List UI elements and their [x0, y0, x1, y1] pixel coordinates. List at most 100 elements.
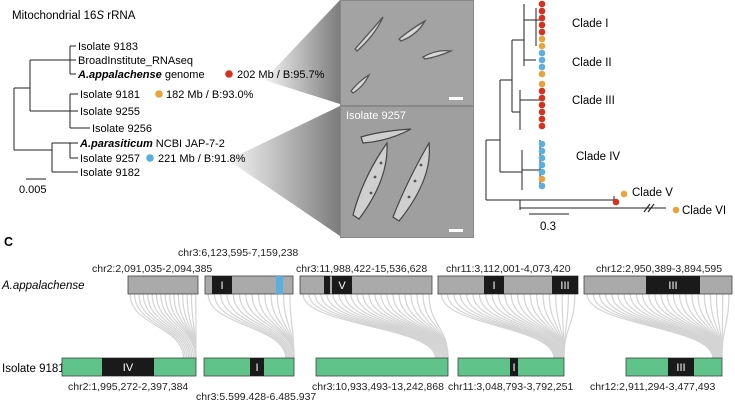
bottom-block-1-label: IV — [123, 362, 134, 374]
top-block-1 — [212, 276, 232, 294]
bottom-block-3 — [510, 358, 518, 376]
leaf-parasiticum: A.parasiticum NCBI JAP-7-2 — [79, 138, 225, 150]
synteny-link — [245, 293, 294, 359]
bottom-block-4 — [668, 358, 694, 376]
top-region-labels: chr2:2,091,035-2,094,385 chr3:6,123,595-… — [92, 247, 722, 275]
bottom-region-3: chr3:10,933,493-13,242,868 — [312, 381, 444, 393]
synteny-link — [362, 293, 448, 359]
synteny-link — [314, 293, 439, 359]
phylogeny-tip-dots — [538, 0, 680, 214]
bottom-region-5: chr12:2,911,294-3,477,493 — [590, 381, 715, 393]
synteny-link — [586, 293, 714, 359]
synteny-link — [472, 293, 560, 359]
phylogeny-tip-dot — [538, 108, 546, 116]
bottom-chromosomes — [61, 357, 723, 377]
phylogeny-tip-dot — [538, 70, 546, 78]
leaf-isolate-9256: Isolate 9256 — [92, 123, 152, 135]
synteny-link — [142, 293, 190, 359]
top-region-2: chr3:6,123,595-7,159,238 — [178, 247, 298, 259]
leaf-isolate-9257: Isolate 9257 — [80, 153, 140, 165]
phylogeny-tip-dot — [538, 14, 546, 22]
synteny-link — [213, 293, 288, 359]
phylogeny-tip-dot — [538, 42, 546, 50]
synteny-link — [611, 293, 717, 359]
synteny-link — [440, 293, 555, 359]
top-block-3-label: I — [492, 280, 495, 292]
phylogeny-tip-dot — [538, 182, 546, 190]
micrograph-top — [340, 0, 474, 106]
synteny-link — [629, 293, 719, 359]
phylogeny-tip-dot — [538, 80, 546, 88]
leaf-isolate-9182: Isolate 9182 — [80, 167, 140, 179]
synteny-link — [320, 293, 440, 359]
phylogeny-tip-dot — [538, 115, 546, 123]
synteny-link — [147, 293, 191, 359]
tree-title: Mitochondrial 16S rRNA — [12, 10, 136, 22]
bottom-block-4-label: III — [676, 362, 685, 374]
phylogeny-tip-dot — [538, 87, 546, 95]
phylogeny-break-mark — [643, 203, 655, 213]
synteny-link — [453, 293, 557, 359]
genome-dot-red — [225, 70, 233, 78]
phylogeny-tip-dot — [538, 140, 546, 148]
genome-dot-blue — [146, 154, 154, 162]
bottom-region-4: chr11:3,048,793-3,792,251 — [448, 381, 573, 393]
synteny-link — [350, 293, 446, 359]
phylogeny-tip-dot — [538, 147, 546, 155]
synteny-link — [446, 293, 556, 359]
leaf-appalachense: A.appalachense genome — [77, 69, 205, 81]
phylogeny-tip-dot — [538, 94, 546, 102]
species-label-appalachense: A.appalachense — [1, 280, 84, 292]
phylogeny-tip-dot — [538, 49, 546, 57]
top-region-5: chr12:2,950,389-3,894,595 — [596, 263, 722, 275]
micrograph-scale-bar-top — [449, 97, 463, 100]
top-region-1: chr2:2,091,035-2,094,385 — [92, 263, 212, 275]
synteny-link — [232, 293, 292, 359]
synteny-link — [302, 293, 436, 359]
bottom-block-2-label: I — [255, 362, 258, 374]
tree-16s-leaves: Isolate 9183 BroadInstitute_RNAseq A.app… — [19, 41, 325, 196]
phylogeny-tip-dot — [538, 154, 546, 162]
bottom-block-1 — [102, 358, 154, 376]
clade-label-2: Clade II — [572, 57, 612, 69]
phylogeny-tip-dot — [538, 7, 546, 15]
clade-label-4: Clade IV — [576, 151, 620, 163]
phylogeny-clade-labels: Clade I Clade II Clade III Clade IV Clad… — [540, 18, 726, 233]
isolate-9181-stats: 182 Mb / B:93.0% — [166, 89, 254, 101]
phylogeny-tip-dot — [538, 168, 546, 176]
phylogeny-tip-dot — [612, 198, 620, 206]
synteny-link — [138, 293, 188, 359]
synteny-links — [129, 293, 730, 359]
phylogeny-tip-dot — [538, 63, 546, 71]
synteny-link — [592, 293, 715, 359]
micrograph-top-art — [341, 1, 473, 105]
synteny-link — [356, 293, 447, 359]
species-label-isolate-9181: Isolate 9181 — [2, 363, 65, 375]
panel-label-c: C — [4, 235, 13, 249]
leaf-broad-rnaseq: BroadInstitute_RNAseq — [78, 55, 193, 67]
synteny-link — [598, 293, 715, 359]
synteny-link — [155, 293, 195, 359]
tree-16s-branches — [13, 45, 90, 180]
phylogeny-tip-dot — [538, 28, 546, 36]
bottom-region-1: chr2:1,995,272-2,397,384 — [68, 381, 188, 393]
tree-16s-scale-label: 0.005 — [19, 184, 47, 196]
phylogeny-tip-dot — [620, 190, 628, 198]
synteny-link — [466, 293, 559, 359]
synteny-link — [641, 293, 721, 359]
top-region-4: chr11:3,112,001-4,073,420 — [446, 263, 571, 275]
micrograph-bottom — [340, 106, 474, 238]
synteny-link — [491, 293, 563, 359]
top-chromosomes — [127, 275, 733, 295]
synteny-link — [478, 293, 561, 359]
top-block-3 — [484, 276, 504, 294]
genome-dot-orange — [155, 90, 163, 98]
synteny-link — [133, 293, 186, 359]
top-region-3: chr3:11,988,422-15,536,628 — [296, 263, 427, 275]
synteny-link — [344, 293, 445, 359]
clade-label-3: Clade III — [572, 95, 615, 107]
phylogeny-tip-dot — [538, 35, 546, 43]
phylogeny-tip-dot — [538, 56, 546, 64]
leaf-isolate-9183: Isolate 9183 — [78, 41, 138, 53]
synteny-link — [289, 293, 295, 359]
